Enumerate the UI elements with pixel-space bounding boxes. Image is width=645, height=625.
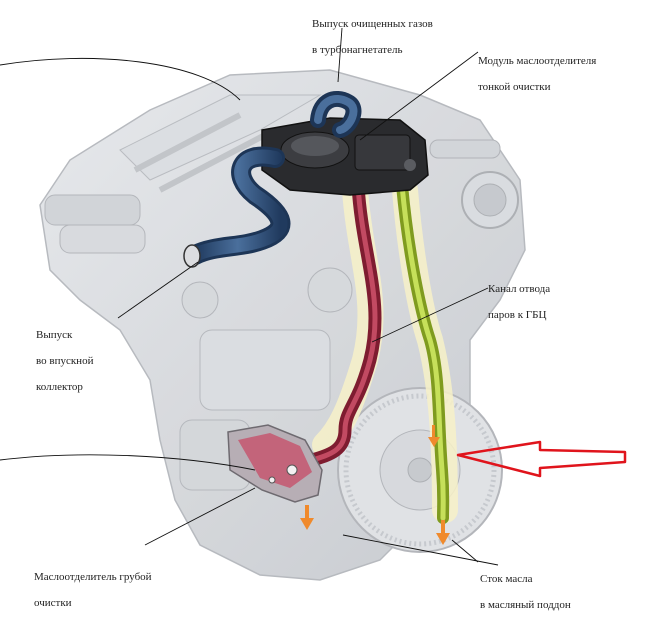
red-outline-arrow-icon [456, 440, 627, 478]
label-line: Маслоотделитель грубой [34, 571, 152, 583]
label-intake-outlet: Выпуск во впускной коллектор [36, 316, 93, 407]
label-line: очистки [34, 597, 72, 609]
blue-hose [183, 91, 362, 268]
label-coarse-separator: Маслоотделитель грубой очистки [34, 558, 152, 623]
leader-lines [0, 27, 499, 566]
label-oil-drain: Сток масла в масляный поддон [480, 560, 571, 625]
label-line: Канал отвода [488, 283, 551, 295]
label-line: Модуль маслоотделителя [478, 55, 597, 67]
label-exhaust-to-turbo: Выпуск очищенных газов в турбонагнетател… [312, 5, 433, 70]
engine-illustration [0, 27, 627, 581]
label-line: тонкой очистки [478, 81, 551, 93]
orange-flow-arrow-icon [300, 425, 450, 545]
green-oil-channel [396, 179, 450, 524]
engine-diagram: Выпуск очищенных газов в турбонагнетател… [0, 5, 627, 611]
label-line: в турбонагнетатель [312, 44, 403, 56]
label-vapor-channel: Канал отвода паров к ГБЦ [488, 270, 550, 335]
label-line: Выпуск [36, 329, 73, 341]
label-line: во впускной [36, 355, 94, 367]
label-line: Сток масла [480, 573, 533, 585]
label-fine-separator: Модуль маслоотделителя тонкой очистки [478, 42, 596, 107]
label-line: паров к ГБЦ [488, 309, 547, 321]
red-vapor-channel [227, 178, 382, 503]
label-line: коллектор [36, 381, 83, 393]
fine-separator-module [261, 117, 429, 196]
label-line: Выпуск очищенных газов [312, 18, 433, 30]
